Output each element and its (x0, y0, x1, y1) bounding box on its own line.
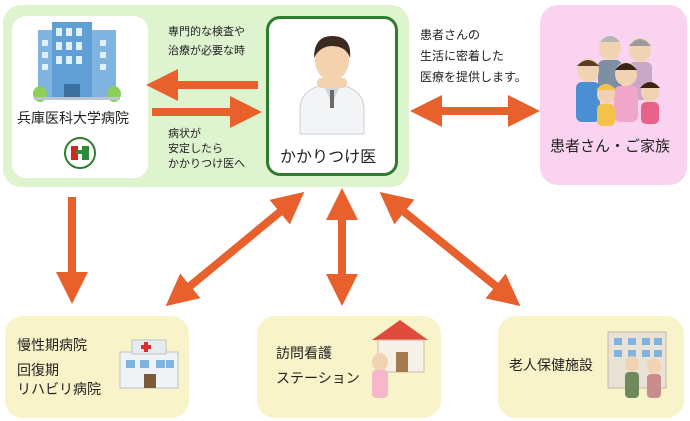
nurse-house-icon (372, 320, 428, 398)
college-logo-icon (64, 137, 96, 169)
family-doctor-label: かかりつけ医 (280, 147, 377, 166)
family-doctor-card (266, 16, 398, 176)
chronic-label-line2: 回復期 (17, 363, 59, 379)
note-to-hospital-line2: 治療が必要な時 (168, 44, 245, 57)
nursing-label-line2: ステーション (276, 371, 360, 387)
note-to-doctor-line2: 安定したら (168, 142, 223, 155)
note-patients-line2: 生活に密着した (420, 49, 505, 63)
arrow-doctor-chronic (165, 191, 305, 307)
hospital-building-icon (33, 22, 121, 102)
clinic-building-icon (119, 339, 179, 389)
note-patients-line1: 患者さんの (420, 28, 481, 42)
chronic-label-line3: リハビリ病院 (17, 382, 101, 398)
doctor-icon (299, 36, 365, 135)
nursing-label-line1: 訪問看護 (276, 346, 332, 362)
elderly-label: 老人保健施設 (509, 358, 593, 374)
patients-label: 患者さん・ご家族 (550, 137, 671, 155)
note-patients-line3: 医療を提供します。 (420, 70, 527, 84)
elderly-facility-icon (607, 331, 667, 398)
family-icon (576, 36, 660, 126)
hospital-label: 兵庫医科大学病院 (17, 111, 129, 127)
note-to-hospital-line1: 専門的な検査や (168, 25, 245, 38)
note-to-doctor-line1: 病状が (168, 127, 201, 140)
note-to-doctor-line3: かかりつけ医へ (168, 157, 246, 170)
arrow-doctor-elderly (379, 191, 521, 307)
chronic-label-line1: 慢性期病院 (17, 338, 87, 354)
